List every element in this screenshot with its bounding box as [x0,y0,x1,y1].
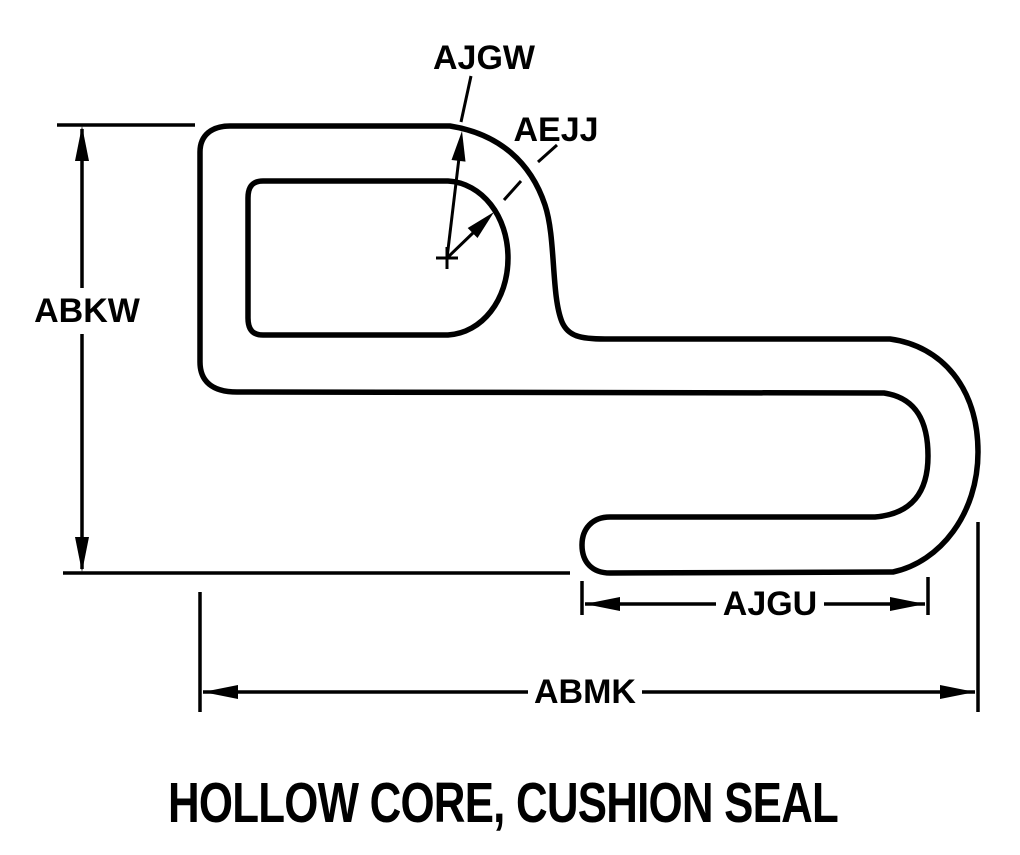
annotation-core-radius: AEJJ [445,111,599,260]
annotation-wall-thickness: AJGW [433,39,536,259]
ajgw-arrow-shaft [445,157,461,259]
ajgu-arrowhead-right [890,597,925,611]
abmk-arrowhead-left [203,685,238,699]
label-core-radius: AEJJ [513,111,598,149]
aejj-radius-arrow-shaft [445,229,477,260]
ajgu-arrowhead-left [585,597,620,611]
seal-profile-outline [197,123,981,576]
label-overall-width: ABMK [534,673,636,711]
ajgw-leader-line [459,75,473,123]
seal-cross-section [197,123,981,576]
ajgw-arrowhead [451,131,466,162]
label-wall-thickness: AJGW [433,39,536,77]
dimension-lip-length: AJGU [580,577,930,623]
abmk-arrowhead-right [940,685,975,699]
dimension-overall-width: ABMK [198,522,980,712]
aejj-arrowhead [467,212,494,238]
abkw-arrowhead-up [75,126,89,161]
label-overall-height: ABKW [34,292,141,330]
drawing-title: HOLLOW CORE, CUSHION SEAL [168,771,838,835]
dimension-overall-height: ABKW [34,123,570,575]
abkw-arrowhead-down [75,537,89,572]
label-lip-length: AJGU [723,585,817,623]
aejj-leader-dash-1 [536,143,559,164]
aejj-leader-dash-2 [502,179,523,202]
